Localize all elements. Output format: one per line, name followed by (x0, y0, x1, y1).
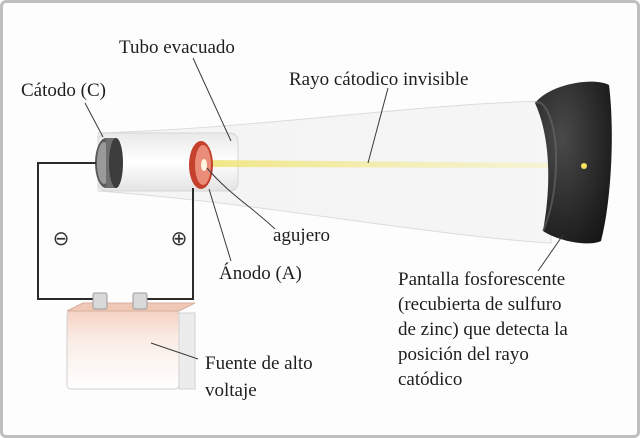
screen-label-line: Pantalla fosforescente (398, 269, 565, 290)
cathode-ray-beam (208, 160, 563, 168)
negative-terminal-icon: ⊖ (53, 226, 70, 250)
anode-label: Ánodo (A) (219, 262, 302, 284)
anode-electrode (189, 141, 213, 189)
screen-label-line: de zinc) que detecta la (398, 319, 568, 340)
screen-leader (537, 234, 564, 272)
tube-leader (192, 57, 232, 142)
cathode-leader (84, 102, 104, 138)
circuit-wires (37, 162, 194, 300)
battery (66, 292, 196, 390)
cathode-ray-tube-diagram: ⊖ ⊕ Tubo evacuado Cátodo (C) Rayo cátodi… (21, 37, 612, 401)
fluorescent-screen (534, 81, 612, 244)
ray-label: Rayo cátodico invisible (289, 69, 468, 90)
screen-label-line: posición del rayo (398, 344, 529, 365)
positive-terminal-icon: ⊕ (171, 226, 188, 250)
source-label: Fuente de alto voltaje (205, 353, 313, 401)
source-leader (150, 342, 199, 360)
cathode-electrode (95, 138, 123, 188)
hole-label: agujero (273, 225, 330, 246)
tube-label: Tubo evacuado (119, 37, 235, 58)
ray-leader (367, 87, 389, 164)
screen-label-line: (recubierta de sulfuro (398, 294, 562, 315)
hole-leader (206, 167, 276, 230)
screen-label: Pantalla fosforescente (recubierta de su… (398, 269, 568, 390)
anode-leader (208, 188, 232, 262)
source-label-line: voltaje (205, 380, 257, 401)
impact-spot (581, 163, 587, 169)
screen-label-line: catódico (398, 369, 462, 390)
cathode-label: Cátodo (C) (21, 80, 106, 101)
source-label-line: Fuente de alto (205, 353, 313, 374)
